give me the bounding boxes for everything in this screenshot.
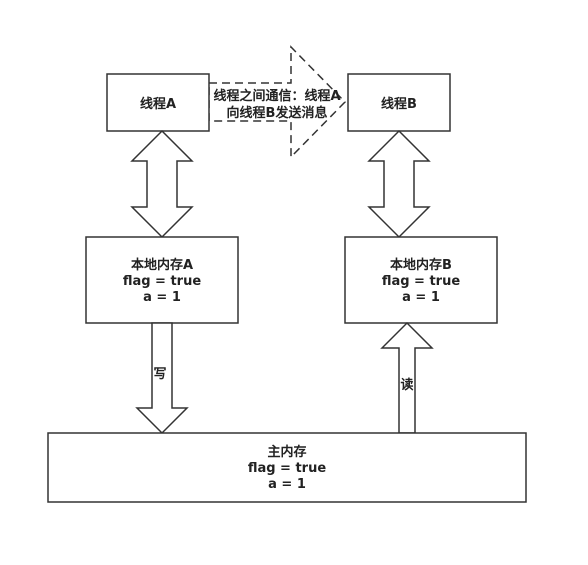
local-memory-a-title: 本地内存A <box>131 257 193 273</box>
double-arrow-b <box>367 129 431 239</box>
main-memory-a: a = 1 <box>268 477 306 492</box>
local-memory-b-flag: flag = true <box>382 274 461 289</box>
main-memory-title: 主内存 <box>267 444 306 460</box>
read-arrow <box>380 321 434 434</box>
local-memory-a-a: a = 1 <box>143 290 181 305</box>
main-memory-flag: flag = true <box>248 461 327 476</box>
local-memory-b-a: a = 1 <box>402 290 440 305</box>
thread-b-label: 线程B <box>381 96 417 112</box>
communication-arrow <box>208 45 347 159</box>
local-memory-b-box <box>344 236 498 324</box>
write-arrow <box>135 322 189 435</box>
main-memory-box <box>47 432 527 503</box>
double-arrow-a <box>130 129 194 239</box>
thread-a-box <box>106 73 210 132</box>
local-memory-b-title: 本地内存B <box>390 257 452 273</box>
thread-b-box <box>347 73 451 132</box>
communication-text-line1: 线程之间通信：线程A <box>213 88 340 104</box>
read-label: 读 <box>400 377 413 393</box>
thread-a-label: 线程A <box>140 96 176 112</box>
communication-text-line2: 向线程B发送消息 <box>227 105 328 121</box>
local-memory-a-flag: flag = true <box>123 274 202 289</box>
write-label: 写 <box>153 367 166 382</box>
